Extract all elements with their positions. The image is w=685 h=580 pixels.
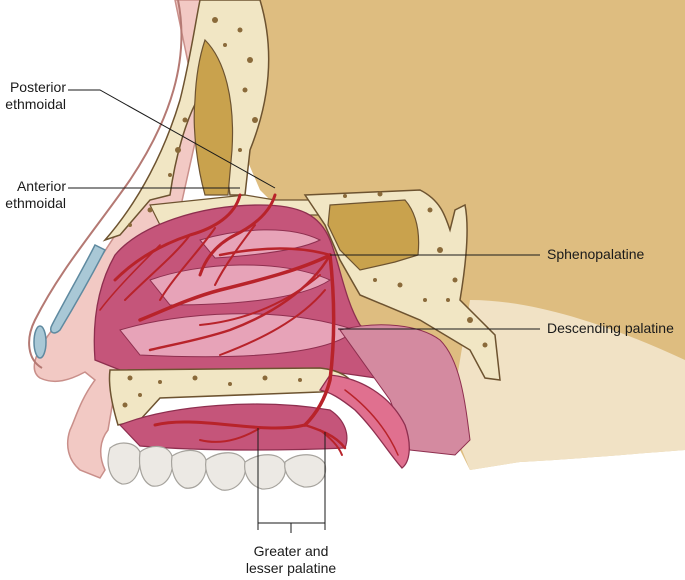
- oral-mucosa: [118, 403, 348, 451]
- label-greater-lesser-palatine: Greater and lesser palatine: [236, 543, 346, 577]
- alar-cartilage: [33, 325, 47, 359]
- label-line: ethmoidal: [5, 195, 66, 211]
- label-line: Greater and: [253, 543, 329, 559]
- label-posterior-ethmoidal: Posterior ethmoidal: [2, 79, 66, 113]
- label-anterior-ethmoidal: Anterior ethmoidal: [2, 178, 66, 212]
- label-line: Anterior: [16, 178, 66, 194]
- upper-teeth: [107, 442, 327, 491]
- leader-posterior-ethmoidal: [68, 89, 276, 189]
- deep-tissue-fade: [450, 300, 685, 470]
- label-line: lesser palatine: [245, 560, 337, 576]
- label-line: ethmoidal: [5, 96, 66, 112]
- leader-lines: [68, 89, 540, 533]
- sphenoid-sinus: [327, 199, 420, 271]
- nose-dorsum: [28, 0, 183, 369]
- nasal-cartilage: [49, 243, 107, 334]
- label-sphenopalatine: Sphenopalatine: [547, 246, 645, 262]
- hard-palate: [108, 367, 356, 426]
- bone-texture: [122, 17, 488, 408]
- pharyngeal-mucosa: [339, 324, 471, 456]
- label-line: Posterior: [9, 79, 66, 95]
- label-descending-palatine: Descending palatine: [547, 320, 674, 336]
- frontal-sinus: [193, 38, 234, 196]
- arterial-tree: [99, 193, 399, 456]
- soft-palate: [318, 374, 410, 469]
- bracket-palatine: [258, 522, 325, 533]
